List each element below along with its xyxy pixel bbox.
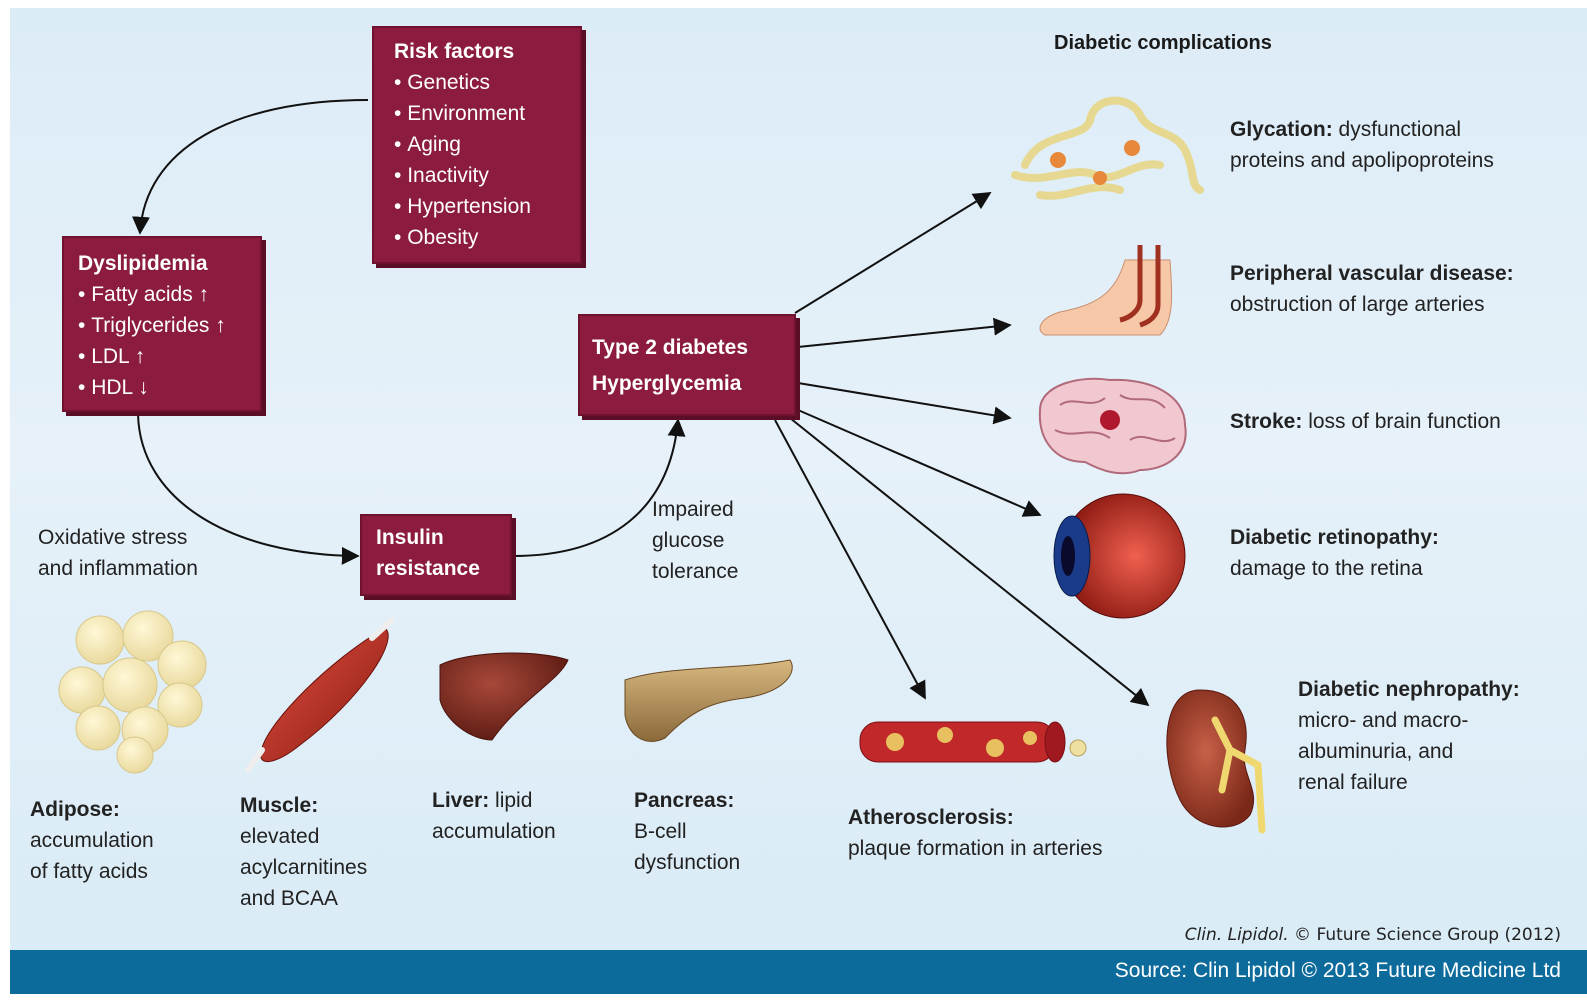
pvd-title: Peripheral vascular disease: [1230,262,1514,285]
list-item: Inactivity [394,160,580,191]
list-item: Environment [394,98,580,129]
muscle-title: Muscle: [240,794,318,817]
pancreas-icon [625,660,792,741]
pancreas-line3: dysfunction [634,847,740,878]
risk-factors-list: Genetics Environment Aging Inactivity Hy… [394,67,580,253]
nephropathy-line4: renal failure [1298,767,1520,798]
type2-diabetes-box: Type 2 diabetes Hyperglycemia [578,314,796,416]
retinopathy-line2: damage to the retina [1230,553,1439,584]
kidney-icon [1167,690,1262,830]
impaired-line3: tolerance [652,556,738,587]
liver-label: Liver: lipid accumulation [432,785,556,847]
list-item: Obesity [394,222,580,253]
impaired-line1: Impaired [652,494,738,525]
pancreas-line2: B-cell [634,816,740,847]
insulin-line1: Insulin [376,522,510,553]
dyslipidemia-list: Fatty acids ↑ Triglycerides ↑ LDL ↑ HDL … [78,279,260,403]
glycation-line2: proteins and apolipoproteins [1230,145,1494,176]
list-item: Triglycerides ↑ [78,310,260,341]
stroke-title: Stroke: [1230,410,1302,433]
foot-icon [1040,245,1172,335]
liver-icon [440,653,568,740]
glycation-title: Glycation: [1230,118,1333,141]
muscle-line3: acylcarnitines [240,852,367,883]
nephropathy-line2: micro- and macro- [1298,705,1520,736]
brain-icon [1040,379,1186,474]
nephropathy-line3: albuminuria, and [1298,736,1520,767]
retinopathy-title: Diabetic retinopathy: [1230,526,1439,549]
pvd-line2: obstruction of large arteries [1230,289,1514,320]
oxidative-stress-label: Oxidative stress and inflammation [38,522,198,584]
risk-factors-title: Risk factors [394,36,580,67]
liver-line2: accumulation [432,816,556,847]
glycation-label: Glycation: dysfunctional proteins and ap… [1230,114,1494,176]
insulin-line2: resistance [376,553,510,584]
insulin-resistance-box: Insulin resistance [360,514,512,596]
impaired-line2: glucose [652,525,738,556]
muscle-label: Muscle: elevated acylcarnitines and BCAA [240,790,367,914]
retinopathy-label: Diabetic retinopathy: damage to the reti… [1230,522,1439,584]
oxidative-line2: and inflammation [38,553,198,584]
list-item: LDL ↑ [78,341,260,372]
dyslipidemia-box: Dyslipidemia Fatty acids ↑ Triglycerides… [62,236,262,412]
adipose-cells-icon [59,611,206,773]
complications-heading: Diabetic complications [1054,32,1272,55]
adipose-line3: of fatty acids [30,856,154,887]
type2-line2: Hyperglycemia [592,366,794,402]
adipose-label: Adipose: accumulation of fatty acids [30,794,154,887]
stroke-label: Stroke: loss of brain function [1230,406,1501,437]
adipose-line2: accumulation [30,825,154,856]
muscle-icon [248,620,392,770]
list-item: Genetics [394,67,580,98]
atherosclerosis-line2: plaque formation in arteries [848,833,1102,864]
list-item: Aging [394,129,580,160]
type2-line1: Type 2 diabetes [592,330,794,366]
liver-title: Liver: [432,789,489,812]
oxidative-line1: Oxidative stress [38,522,198,553]
pancreas-label: Pancreas: B-cell dysfunction [634,785,740,878]
artery-icon [860,722,1086,762]
dyslipidemia-title: Dyslipidemia [78,248,260,279]
credit-rest: © Future Science Group (2012) [1289,925,1561,945]
list-item: Fatty acids ↑ [78,279,260,310]
glycation-line1: dysfunctional [1333,118,1461,141]
atherosclerosis-title: Atherosclerosis: [848,806,1014,829]
list-item: Hypertension [394,191,580,222]
liver-line1: lipid [489,789,532,812]
source-footer: Source: Clin Lipidol © 2013 Future Medic… [10,950,1587,994]
adipose-title: Adipose: [30,798,120,821]
risk-factors-box: Risk factors Genetics Environment Aging … [372,26,582,264]
protein-chain-icon [1015,101,1200,196]
journal-credit: Clin. Lipidol. © Future Science Group (2… [1185,925,1561,945]
credit-journal: Clin. Lipidol. [1185,925,1289,945]
pvd-label: Peripheral vascular disease: obstruction… [1230,258,1514,320]
pancreas-title: Pancreas: [634,789,734,812]
nephropathy-label: Diabetic nephropathy: micro- and macro- … [1298,674,1520,798]
eye-icon [1054,494,1185,618]
muscle-line4: and BCAA [240,883,367,914]
list-item: HDL ↓ [78,372,260,403]
stroke-line1: loss of brain function [1302,410,1500,433]
source-text: Source: Clin Lipidol © 2013 Future Medic… [1115,959,1561,983]
muscle-line2: elevated [240,821,367,852]
atherosclerosis-label: Atherosclerosis: plaque formation in art… [848,802,1102,864]
nephropathy-title: Diabetic nephropathy: [1298,678,1520,701]
impaired-glucose-label: Impaired glucose tolerance [652,494,738,587]
